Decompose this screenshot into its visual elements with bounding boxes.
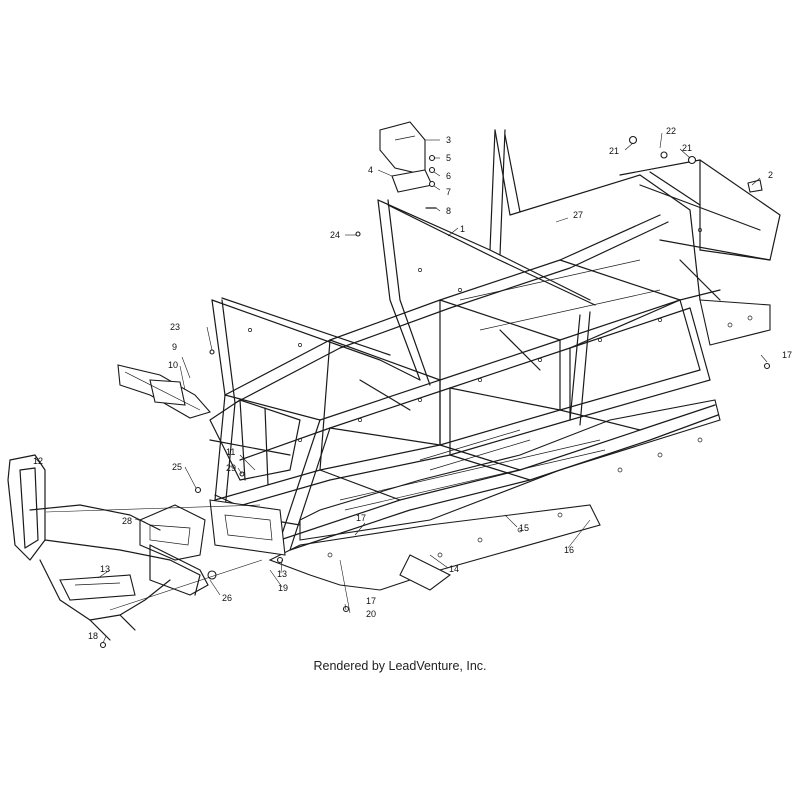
callout-19: 19 <box>278 583 288 593</box>
callout-28: 28 <box>122 516 132 526</box>
callout-22: 22 <box>666 126 676 136</box>
callout-14: 14 <box>449 564 459 574</box>
callout-17c: 17 <box>356 513 366 523</box>
callout-13a: 13 <box>100 564 110 574</box>
callout-3: 3 <box>446 135 451 145</box>
callout-18: 18 <box>88 631 98 641</box>
floor-pan-skid-plate <box>268 299 771 591</box>
callout-17a: 17 <box>782 350 792 360</box>
bracket-part <box>379 121 426 176</box>
callout-27: 27 <box>573 210 583 220</box>
callout-5: 5 <box>446 153 451 163</box>
main-frame <box>209 129 781 556</box>
callout-10: 10 <box>168 360 178 370</box>
leader-lines <box>34 132 768 644</box>
callout-1: 1 <box>460 224 465 234</box>
callout-13b: 13 <box>277 569 287 579</box>
module-part <box>139 504 206 561</box>
render-credit: Rendered by LeadVenture, Inc. <box>313 659 487 673</box>
callout-12: 12 <box>33 456 43 466</box>
callout-23: 23 <box>170 322 180 332</box>
callout-24: 24 <box>330 230 340 240</box>
decal-part <box>747 179 763 193</box>
callout-16: 16 <box>564 545 574 555</box>
callout-20: 20 <box>366 609 376 619</box>
pad-part <box>391 169 433 193</box>
callout-29: 29 <box>226 463 236 473</box>
callout-15: 15 <box>519 523 529 533</box>
callout-2: 2 <box>768 170 773 180</box>
callout-26: 26 <box>222 593 232 603</box>
callout-9: 9 <box>172 342 177 352</box>
callout-21a: 21 <box>609 146 619 156</box>
callout-8: 8 <box>446 206 451 216</box>
callout-7: 7 <box>446 187 451 197</box>
callout-4: 4 <box>368 165 373 175</box>
callout-6: 6 <box>446 171 451 181</box>
callout-25: 25 <box>172 462 182 472</box>
front-fascia-part <box>117 364 211 419</box>
callouts: 1 2 3 4 5 6 7 8 9 10 11 12 13 13 14 15 1… <box>33 126 792 641</box>
callout-11: 11 <box>226 447 235 457</box>
callout-21b: 21 <box>682 143 692 153</box>
callout-17b: 17 <box>366 596 376 606</box>
